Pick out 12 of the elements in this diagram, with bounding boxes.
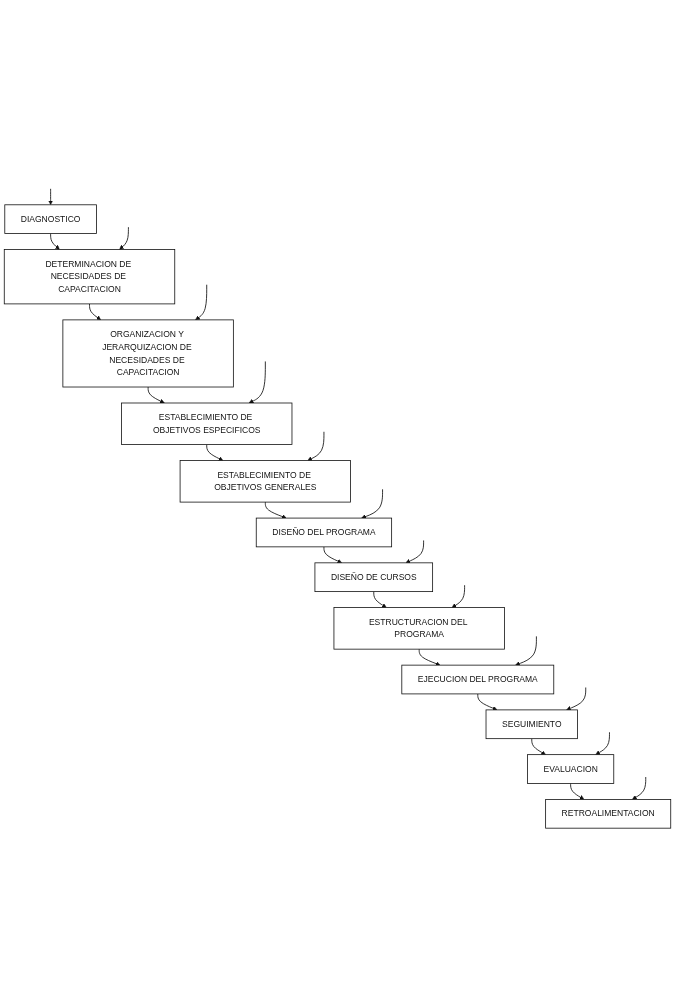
node-box: DETERMINACION DE NECESIDADES DE CAPACITACION <box>3 249 176 305</box>
node-box: DISEÑO DE CURSOS <box>314 562 434 592</box>
node-box: EVALUACION <box>527 754 615 784</box>
node-box: ESTRUCTURACION DEL PROGRAMA <box>333 607 505 650</box>
node-box: ESTABLECIMIENTO DE OBJETIVOS ESPECIFICOS <box>121 402 293 445</box>
node-box: ESTABLECIMIENTO DE OBJETIVOS GENERALES <box>179 460 351 503</box>
node-box: DISEÑO DEL PROGRAMA <box>255 517 393 548</box>
node-box: RETROALIMENTACION <box>545 799 672 829</box>
node-box: ORGANIZACION Y JERARQUIZACION DE NECESIDADES DE CAPACITACION <box>62 319 234 388</box>
node-box: EJECUCION DEL PROGRAMA <box>401 664 555 695</box>
node-box: DIAGNOSTICO <box>4 204 97 234</box>
node-box: SEGUIMIENTO <box>485 709 578 740</box>
